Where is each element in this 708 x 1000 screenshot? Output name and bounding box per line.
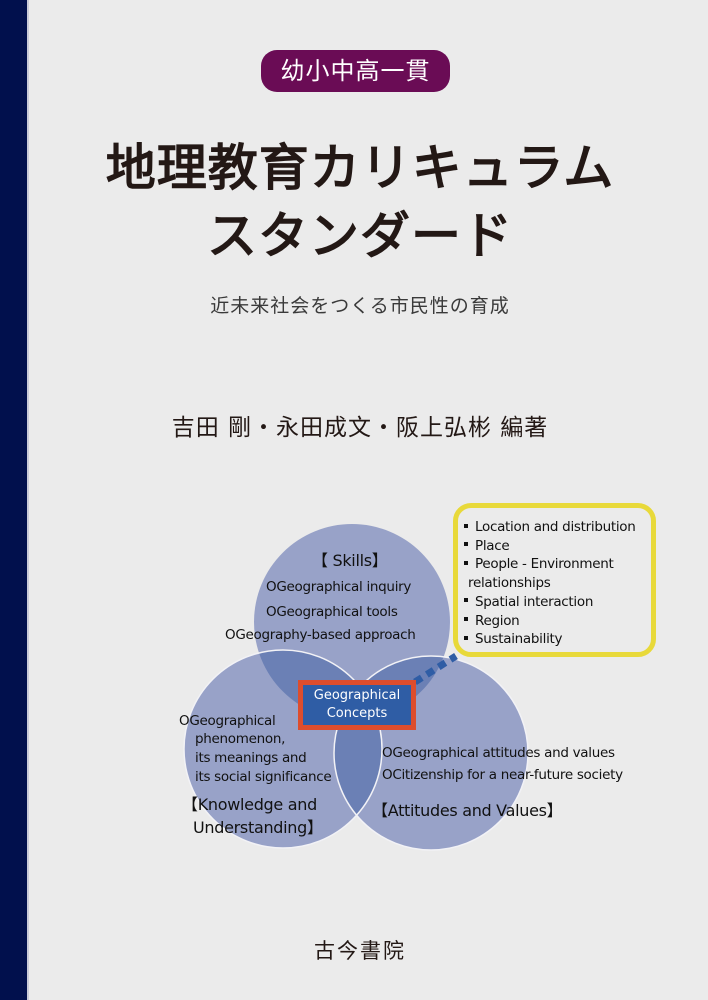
geographical-concepts-box: Geographical Concepts [298,680,416,730]
concepts-list: Location and distribution Place People -… [464,518,636,649]
skills-header: 【 Skills】 [312,551,388,570]
subtitle: 近未来社会をつくる市民性の育成 [210,295,510,317]
authors: 吉田 剛・永田成文・阪上弘彬 編著 [171,415,549,441]
attitudes-item: OGeographical attitudes and values [382,745,615,761]
list-item: Location and distribution [464,518,636,537]
publisher: 古今書院 [314,939,406,963]
list-item: People - Environment [464,555,636,574]
knowledge-item: its social significance [195,769,332,785]
list-item: Spatial interaction [464,593,636,612]
knowledge-item: its meanings and [195,750,307,766]
list-item: Sustainability [464,630,636,649]
knowledge-header: 【Knowledge and [182,795,317,814]
title-line-1: 地理教育カリキュラム [105,139,615,197]
skills-item: OGeographical tools [266,604,398,620]
grade-span-badge: 幼小中高一貫 [261,50,450,92]
knowledge-item: phenomenon, [195,731,286,747]
bullet-icon [464,523,468,528]
attitudes-item: OCitizenship for a near-future society [382,767,623,783]
book-spine [0,0,27,1000]
bullet-icon [464,598,468,603]
bullet-icon [464,542,468,547]
knowledge-header: Understanding】 [193,818,323,837]
concepts-list-box: Location and distribution Place People -… [453,503,656,657]
list-item: Region [464,612,636,631]
spine-edge [27,0,29,1000]
bullet-icon [464,617,468,622]
attitudes-header: 【Attitudes and Values】 [372,801,563,820]
skills-item: OGeographical inquiry [266,579,412,595]
knowledge-item: OGeographical [179,713,276,729]
bullet-icon [464,635,468,640]
bullet-icon [464,560,468,565]
title-line-2: スタンダード [207,207,513,265]
concepts-label: Geographical [313,688,401,703]
skills-item: OGeography-based approach [225,627,416,643]
list-item: Place [464,537,636,556]
concepts-label: Concepts [326,706,388,721]
list-item: relationships [468,575,551,592]
